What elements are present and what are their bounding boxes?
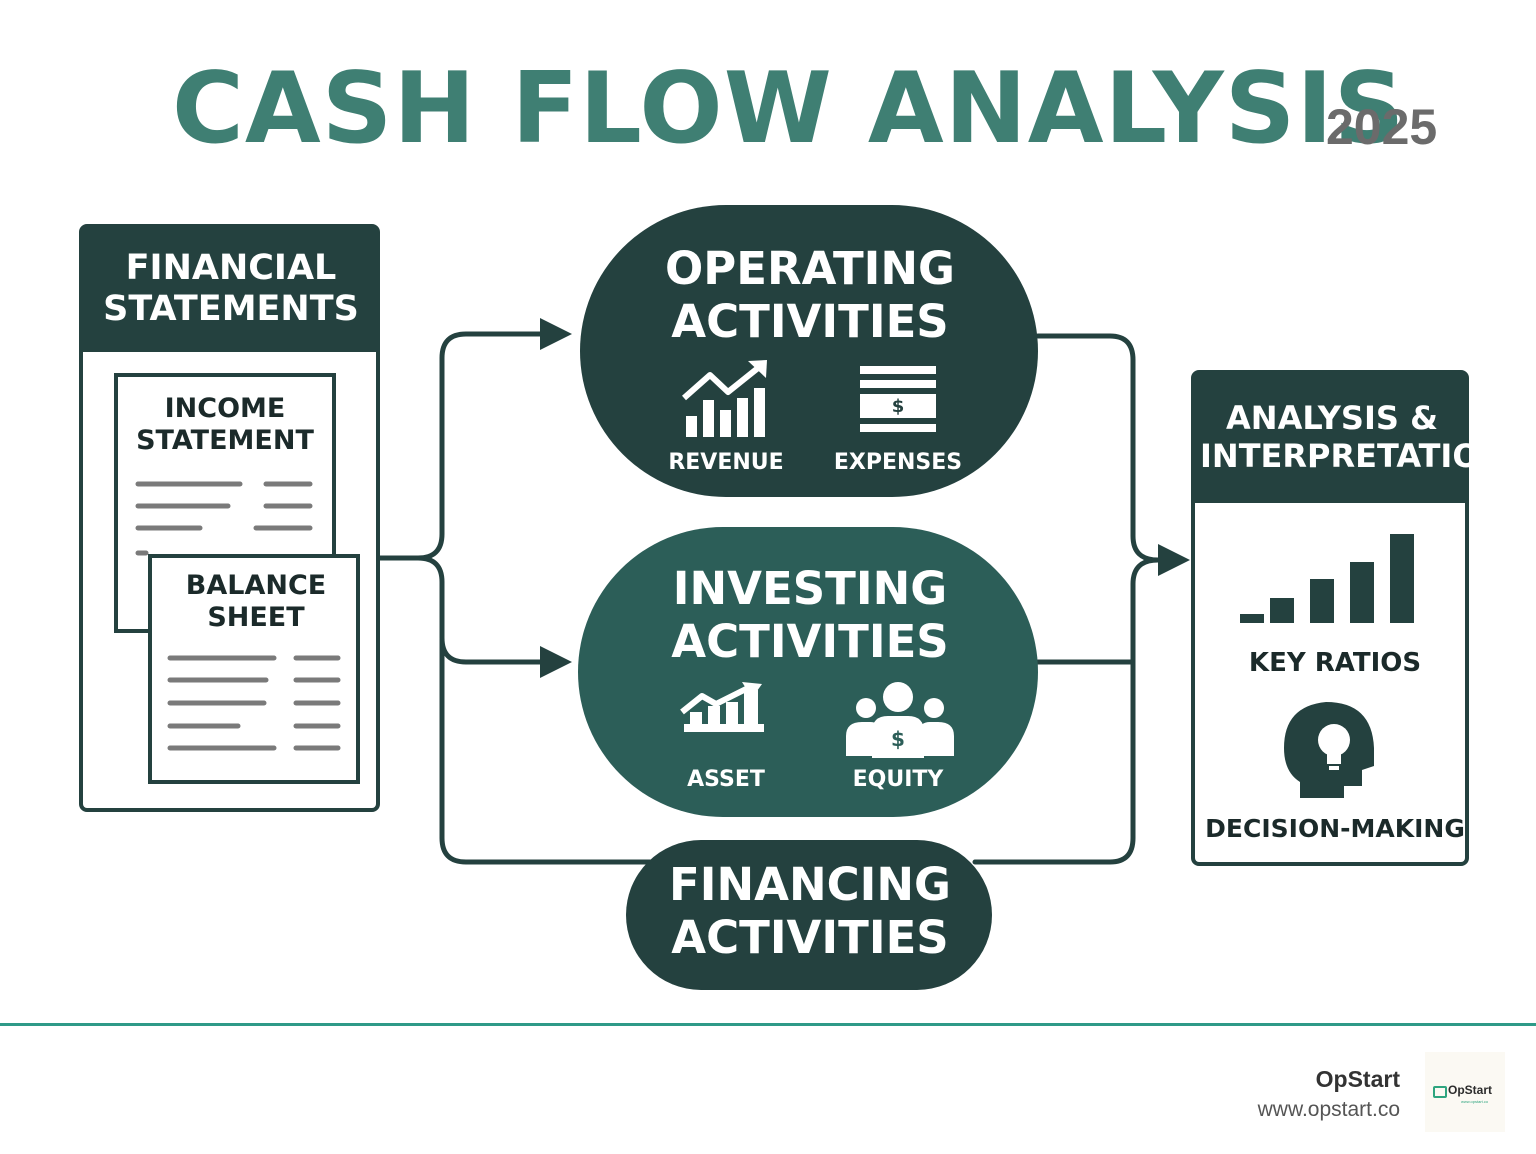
financial-statements-header-bg <box>81 226 378 352</box>
decision-making-label: DECISION-MAKING <box>1205 814 1465 843</box>
key-ratios-label: KEY RATIOS <box>1248 648 1422 678</box>
balance-sheet-doc <box>148 554 360 784</box>
arrowhead-analysis <box>1158 544 1190 576</box>
page-title: CASH FLOW ANALYSIS <box>172 52 1406 166</box>
connector-statements-to-operating <box>375 331 543 561</box>
logo-text: OpStart <box>1448 1083 1493 1097</box>
svg-text:$: $ <box>892 396 905 417</box>
connector-to-financing <box>439 637 653 865</box>
expenses-label: EXPENSES <box>833 450 963 475</box>
financial-statements-title: FINANCIAL STATEMENTS <box>103 248 359 330</box>
logo-subtext: www.opstart.co <box>1461 1099 1489 1104</box>
connector-financing-to-analysis <box>972 557 1161 865</box>
connector-statements-to-investing <box>375 555 543 665</box>
expenses-icon: $ <box>860 366 936 432</box>
asset-label: ASSET <box>687 767 765 792</box>
year-label: 2025 <box>1326 99 1438 155</box>
analysis-title: ANALYSIS & INTERPRETATION <box>1200 399 1507 475</box>
financing-activities-label: FINANCING ACTIVITIES <box>669 858 951 965</box>
analysis-header-bg <box>1193 372 1467 503</box>
balance-sheet-lines <box>167 655 341 751</box>
revenue-icon <box>682 360 767 437</box>
operating-activities-label: OPERATING ACTIVITIES <box>665 242 955 349</box>
connector-operating-to-analysis <box>1035 333 1163 563</box>
investing-activities-label: INVESTING ACTIVITIES <box>671 562 949 669</box>
footer-brand-name: OpStart <box>1315 1066 1400 1092</box>
financing-activities-node <box>626 840 992 990</box>
income-statement-label: INCOME STATEMENT <box>136 393 314 456</box>
equity-icon: $ <box>846 682 954 758</box>
income-statement-lines <box>135 481 313 556</box>
equity-label: EQUITY <box>852 767 944 792</box>
brand-logo: OpStart www.opstart.co <box>1425 1052 1505 1132</box>
logo-mark-icon <box>1433 1086 1447 1098</box>
revenue-label: REVENUE <box>668 450 784 475</box>
arrowhead-operating <box>540 318 572 350</box>
decision-making-icon <box>1284 702 1374 798</box>
balance-sheet-label: BALANCE SHEET <box>185 570 327 633</box>
connector-lines <box>375 331 1163 865</box>
svg-text:$: $ <box>891 727 905 751</box>
asset-icon <box>680 682 764 732</box>
footer-divider <box>0 1023 1536 1026</box>
footer-brand-url[interactable]: www.opstart.co <box>1257 1098 1400 1121</box>
arrowhead-investing <box>540 646 572 678</box>
key-ratios-icon <box>1240 534 1414 623</box>
